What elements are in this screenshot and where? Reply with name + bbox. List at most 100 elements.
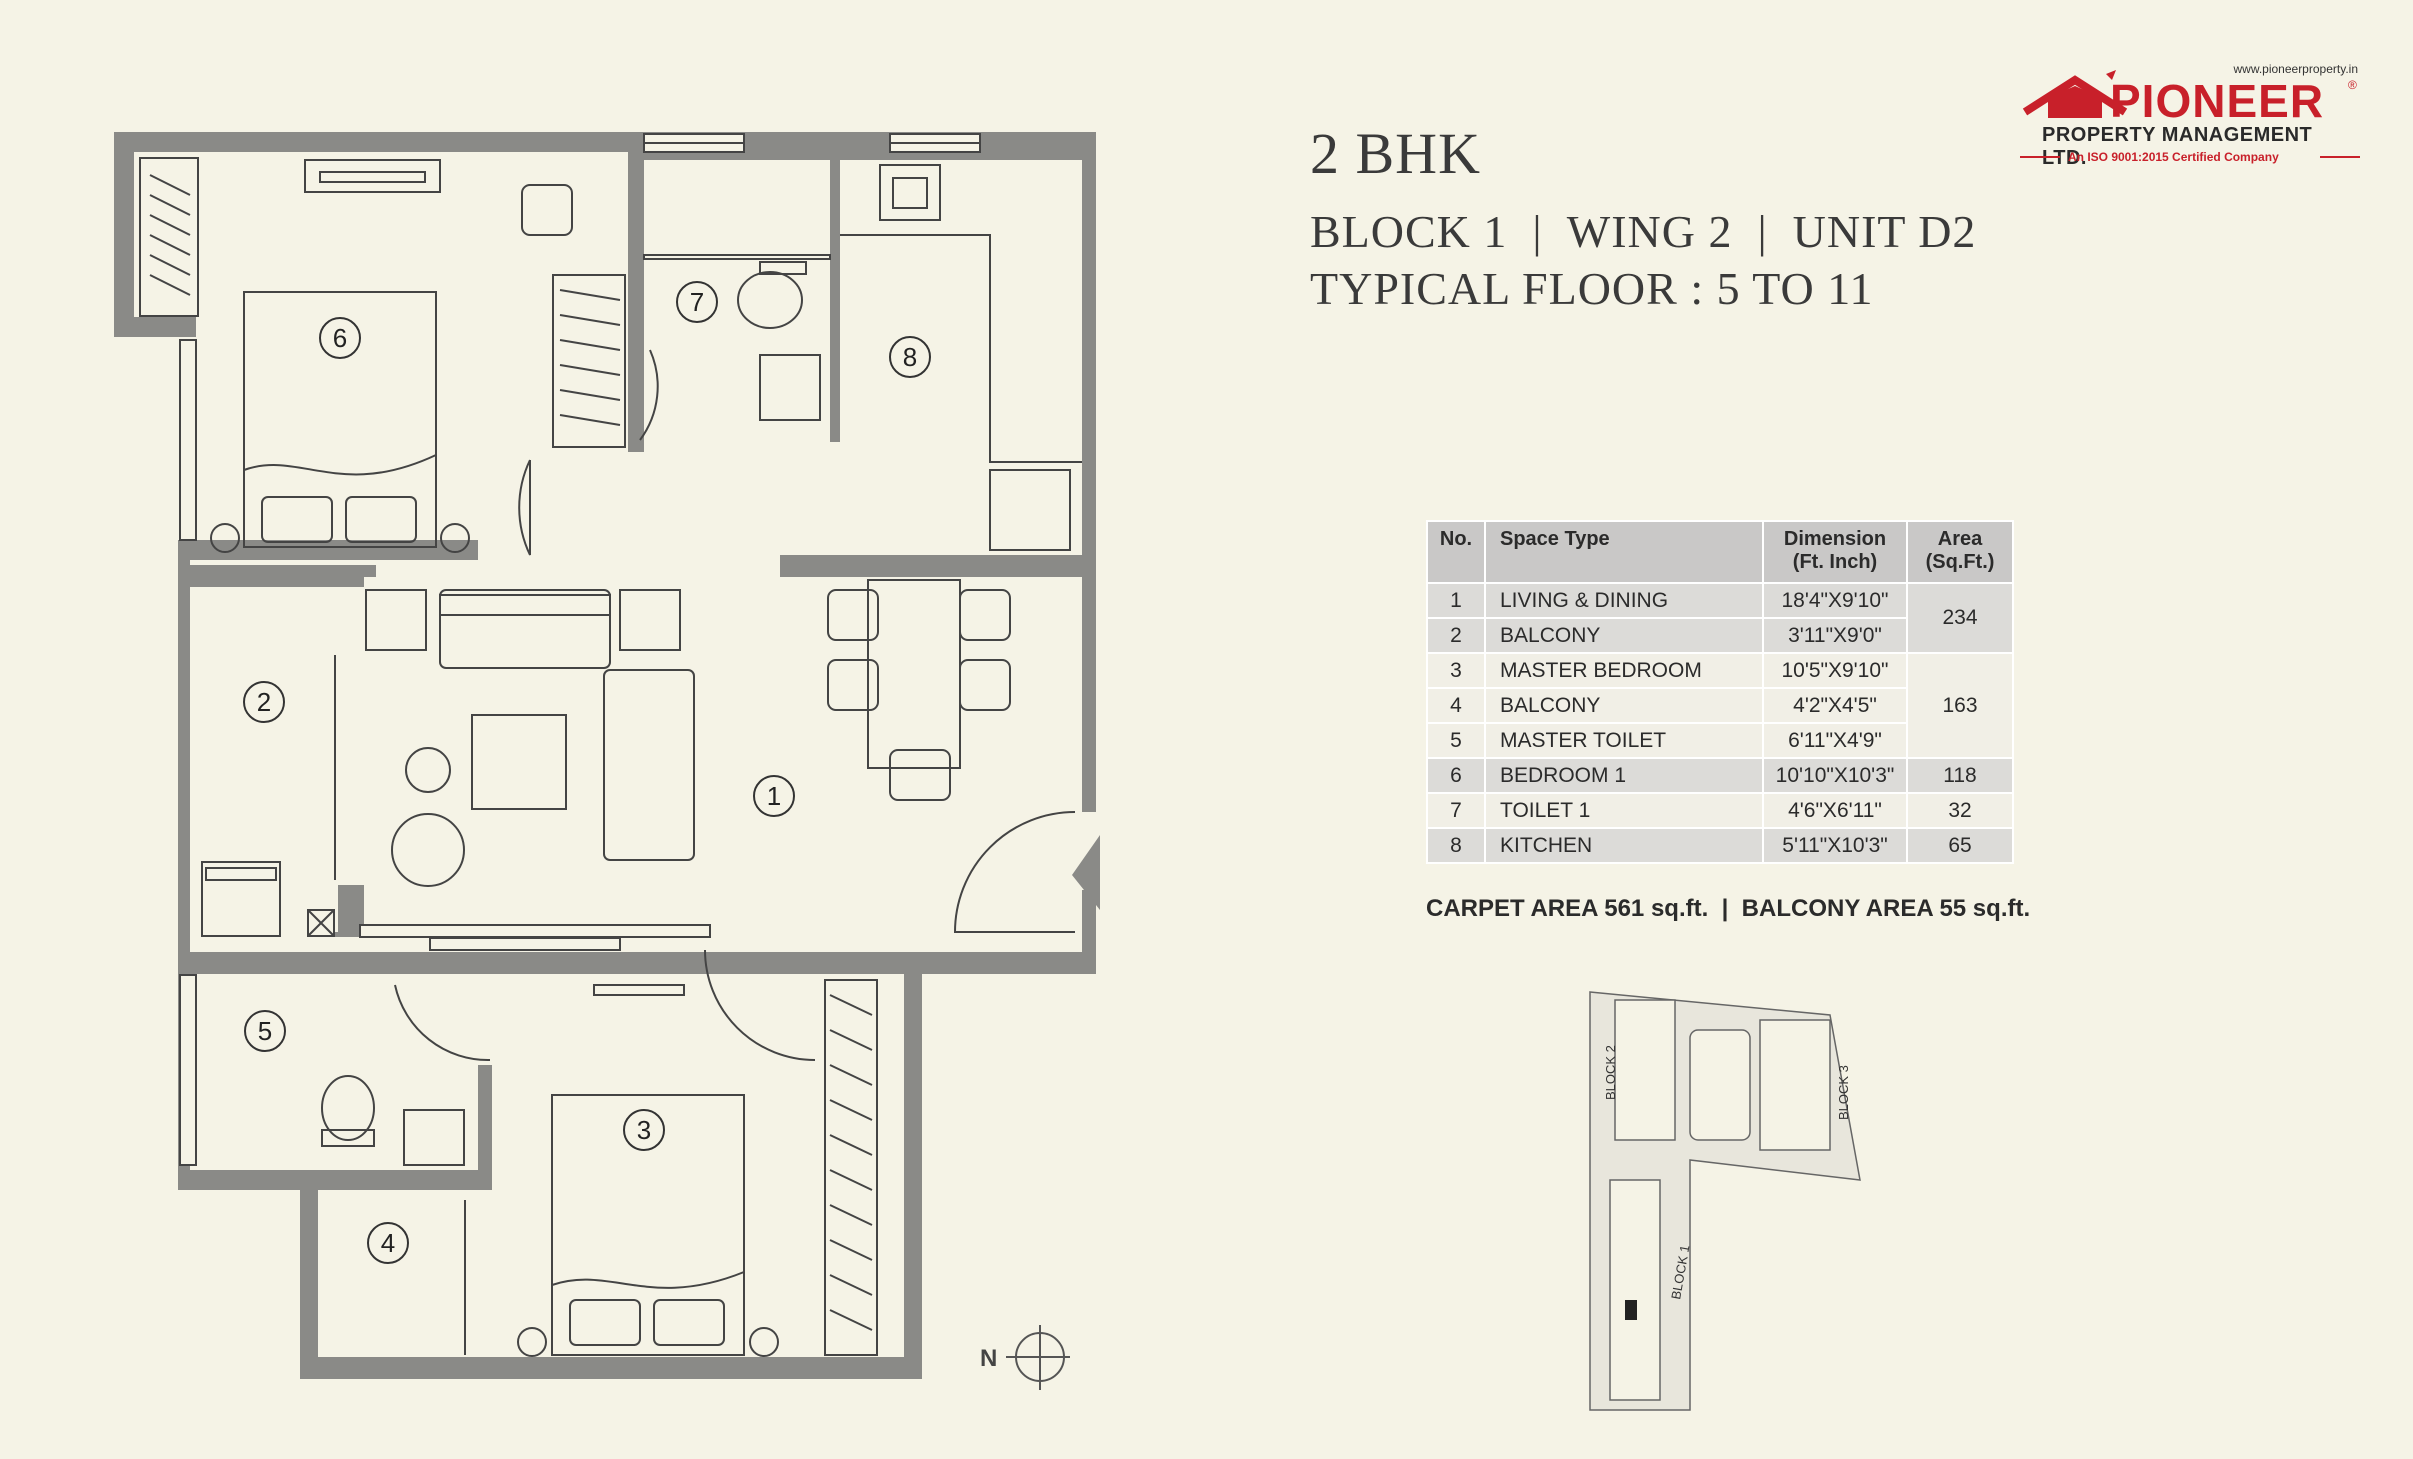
row-area: 32	[1906, 792, 2014, 829]
row-area: 163	[1906, 652, 2014, 759]
wc-toilet7	[737, 271, 803, 329]
marker-7	[676, 281, 718, 323]
wall-kitchen-left	[830, 132, 840, 442]
row-area: 234	[1906, 582, 2014, 654]
shaft	[307, 909, 335, 937]
marker-6	[319, 317, 361, 359]
row-space: TOILET 1	[1484, 792, 1764, 829]
row-no: 8	[1426, 827, 1486, 864]
fixtures	[139, 133, 1082, 1357]
label-7: 7	[690, 287, 704, 317]
header-space-type: Space Type	[1484, 520, 1764, 584]
wall-right-lower	[1082, 890, 1096, 972]
row-no: 1	[1426, 582, 1486, 619]
armchair-l	[365, 589, 427, 651]
counter-kitchen	[840, 234, 1082, 463]
wall-balcony4-left	[300, 1190, 318, 1379]
wardrobe-bed6-2	[552, 274, 626, 448]
label-4: 4	[381, 1228, 395, 1258]
wall-right	[1082, 132, 1096, 812]
basin-master-toilet	[403, 1109, 465, 1166]
door-toilet7	[639, 349, 659, 441]
row-no: 3	[1426, 652, 1486, 689]
wall-mid-h	[178, 565, 368, 587]
header-area: Area (Sq.Ft.)	[1906, 520, 2014, 584]
room-fills	[134, 152, 1082, 1357]
label-3: 3	[637, 1115, 651, 1145]
area-summary: CARPET AREA 561 sq.ft. | BALCONY AREA 55…	[1426, 895, 2031, 922]
row-space: LIVING & DINING	[1484, 582, 1764, 619]
brand-company: PROPERTY MANAGEMENT LTD.	[2042, 124, 2313, 169]
table-row: 3 MASTER BEDROOM 10'5"X9'10" 163	[1426, 652, 2014, 759]
label-6: 6	[333, 323, 347, 353]
wc-master-toilet	[321, 1075, 375, 1141]
basin-toilet7	[759, 354, 821, 421]
label-5: 5	[258, 1016, 272, 1046]
room-marker-labels: 6 7 8 2 1 5 3 4	[257, 287, 917, 1258]
row-no: 7	[1426, 792, 1486, 829]
brand-name: PIONEER	[2110, 75, 2325, 127]
row-dimension: 4'6"X6'11"	[1762, 792, 1908, 829]
marker-8	[889, 336, 931, 378]
marker-3	[623, 1109, 665, 1151]
row-area: 118	[1906, 757, 2014, 794]
label-1: 1	[767, 781, 781, 811]
row-dimension: 4'2"X4'5"	[1762, 687, 1908, 724]
door-bed6	[518, 459, 531, 556]
table-row: 1 LIVING & DINING 18'4"X9'10" 234	[1426, 582, 2014, 654]
brand-logo: www.pioneerproperty.in PIONEER ® PROPERT…	[2020, 62, 2360, 172]
area-table: No. Space Type Dimension (Ft. Inch) Area…	[1426, 520, 2014, 864]
north-indicator	[1006, 1325, 1070, 1390]
row-dimension: 18'4"X9'10"	[1762, 582, 1908, 619]
wall-top-left	[114, 132, 644, 152]
side-table-1	[405, 747, 451, 793]
key-label-block2: BLOCK 2	[1603, 1045, 1618, 1100]
sofa-main	[439, 589, 611, 669]
wardrobe-bed6	[139, 157, 199, 317]
window-balcony-bot	[359, 924, 711, 938]
row-space: MASTER TOILET	[1484, 722, 1764, 759]
armchair-r	[619, 589, 681, 651]
marker-1	[753, 775, 795, 817]
row-area: 65	[1906, 827, 2014, 864]
row-space: BALCONY	[1484, 617, 1764, 654]
sink-kitchen	[879, 164, 941, 221]
fridge	[989, 469, 1071, 551]
sofa-side	[603, 669, 695, 861]
row-space: BEDROOM 1	[1484, 757, 1764, 794]
coffee-table	[471, 714, 567, 810]
walls	[114, 132, 1096, 1379]
row-space: MASTER BEDROOM	[1484, 652, 1764, 689]
marker-5	[244, 1010, 286, 1052]
plan-subtitle-block: BLOCK 1 | WING 2 | UNIT D2	[1310, 206, 1977, 257]
row-space: KITCHEN	[1484, 827, 1764, 864]
house-icon	[2022, 70, 2128, 118]
table-row: 7 TOILET 1 4'6"X6'11" 32	[1426, 792, 2014, 829]
tv-unit-living	[429, 937, 621, 951]
wall-balcony-bottom	[178, 1170, 493, 1190]
tv-unit-bed6	[304, 159, 441, 193]
brand-registered: ®	[2348, 78, 2357, 92]
wall-door-top	[810, 956, 922, 970]
row-dimension: 5'11"X10'3"	[1762, 827, 1908, 864]
wall-bottom-living	[178, 952, 1096, 974]
table-row: 8 KITCHEN 5'11"X10'3" 65	[1426, 827, 2014, 864]
marker-4	[367, 1222, 409, 1264]
washing-machine	[201, 861, 281, 937]
room-markers	[243, 281, 931, 1264]
row-dimension: 3'11"X9'0"	[1762, 617, 1908, 654]
row-no: 2	[1426, 617, 1486, 654]
door-master-toilet	[394, 984, 491, 1062]
key-label-block3: BLOCK 3	[1836, 1065, 1851, 1120]
bed-6	[243, 291, 437, 548]
bed-3	[551, 1094, 745, 1356]
table-row: 2 BALCONY 3'11"X9'0"	[1426, 617, 2013, 654]
entry-arrow	[1072, 835, 1100, 910]
table-row: 6 BEDROOM 1 10'10"X10'3" 118	[1426, 757, 2014, 794]
table-row: 4 BALCONY 4'2"X4'5"	[1426, 687, 2013, 724]
wall-bedroom-bottom	[300, 1357, 922, 1379]
brand-rule-left	[2020, 156, 2060, 158]
wall-toilet1-left	[628, 132, 644, 452]
header-no: No.	[1426, 520, 1486, 584]
label-2: 2	[257, 687, 271, 717]
